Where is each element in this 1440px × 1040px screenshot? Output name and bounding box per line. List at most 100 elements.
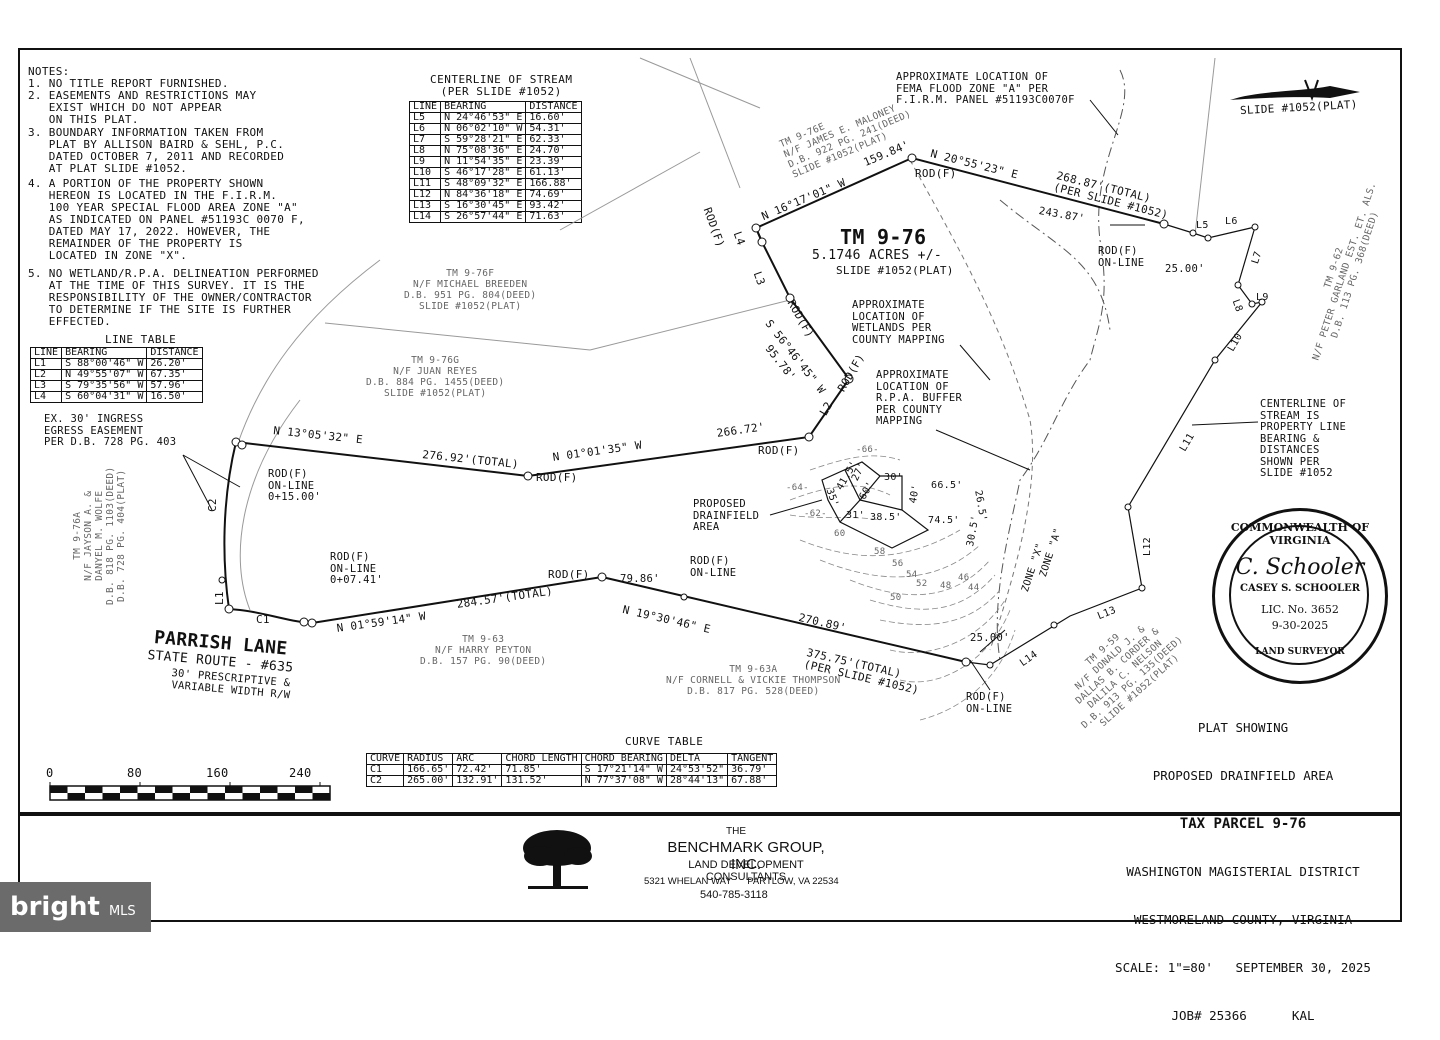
rod-marker bbox=[597, 572, 607, 582]
rod-marker bbox=[523, 471, 533, 481]
adjoiner-tm963a: TM 9-63A N/F CORNELL & VICKIE THOMPSON D… bbox=[666, 664, 841, 697]
parcel-slide: SLIDE #1052(PLAT) bbox=[836, 264, 954, 277]
scale-bar bbox=[49, 782, 331, 801]
stream-point bbox=[1124, 503, 1132, 511]
rod-online-mid: ROD(F) ON-LINE bbox=[690, 555, 737, 579]
rod-marker bbox=[751, 223, 761, 233]
contour-line bbox=[899, 609, 1011, 683]
seal-date: 9-30-2025 bbox=[1271, 619, 1329, 632]
contour-line bbox=[809, 455, 901, 471]
contour-line bbox=[889, 599, 1006, 653]
company-the: THE bbox=[726, 826, 746, 837]
rod-marker bbox=[299, 617, 309, 627]
leader-line bbox=[935, 429, 1031, 471]
parcel-id: TM 9-76 bbox=[840, 225, 927, 249]
contour-label: -66- bbox=[856, 445, 879, 455]
easement-line bbox=[237, 259, 381, 444]
leader-line bbox=[1089, 99, 1119, 136]
bright-mls-watermark: bright MLS bbox=[0, 882, 151, 932]
rpa-buffer bbox=[909, 159, 1034, 651]
rod-marker bbox=[804, 432, 814, 442]
contour-line bbox=[799, 529, 961, 557]
dist-25-ne: 25.00' bbox=[1165, 263, 1205, 275]
easement-note: EX. 30' INGRESS EGRESS EASEMENT PER D.B.… bbox=[44, 413, 177, 448]
seal-top-text: COMMONWEALTH OF VIRGINIA bbox=[1230, 521, 1370, 547]
adjoining-line bbox=[589, 299, 791, 351]
company-address: 5321 WHELAN WAY PARTLOW, VA 22534 bbox=[644, 876, 839, 887]
stream-point bbox=[1138, 584, 1146, 592]
line-l6-label: L6 bbox=[1225, 216, 1238, 227]
drainfield-dim: 38.5' bbox=[870, 512, 902, 523]
drainfield-dim: 31' bbox=[846, 510, 865, 521]
flood-zone-note: APPROXIMATE LOCATION OF FEMA FLOOD ZONE … bbox=[896, 71, 1075, 106]
note-3: 3. BOUNDARY INFORMATION TAKEN FROM PLAT … bbox=[28, 126, 285, 175]
leader-line bbox=[769, 499, 823, 516]
plat-title-block: PLAT SHOWING PROPOSED DRAINFIELD AREA TA… bbox=[1098, 688, 1388, 1040]
notes-heading: NOTES: bbox=[28, 65, 70, 78]
line-l12-label: L12 bbox=[1142, 537, 1153, 556]
seal-bottom-text: LAND SURVEYOR bbox=[1255, 647, 1345, 657]
rpa-path bbox=[909, 159, 1034, 651]
surveyor-seal: COMMONWEALTH OF VIRGINIA C. Schooler CAS… bbox=[1212, 508, 1388, 684]
rod-online-se: ROD(F) ON-LINE bbox=[966, 691, 1013, 715]
dist-25-se: 25.00' bbox=[970, 632, 1010, 644]
stream-point bbox=[1258, 298, 1266, 306]
company-name: BENCHMARK GROUP, INC. bbox=[667, 839, 825, 873]
drainfield-inner bbox=[839, 469, 903, 523]
drainfield-dim: 66.5' bbox=[931, 480, 963, 491]
scale-label-0: 0 bbox=[46, 766, 54, 780]
rpa-note: APPROXIMATE LOCATION OF R.P.A. BUFFER PE… bbox=[876, 369, 963, 427]
contour-line bbox=[869, 574, 996, 610]
scale-label-80: 80 bbox=[127, 766, 143, 780]
wetland-path bbox=[999, 199, 1111, 331]
title-date: SEPTEMBER 30, 2025 bbox=[1235, 960, 1371, 975]
stream-point bbox=[1204, 234, 1212, 242]
adjoiner-tm976f: TM 9-76F N/F MICHAEL BREEDEN D.B. 951 PG… bbox=[404, 268, 537, 312]
note-2: 2. EASEMENTS AND RESTRICTIONS MAY EXIST … bbox=[28, 89, 257, 126]
parcel-acres: 5.1746 ACRES +/- bbox=[812, 248, 943, 263]
adjoining-line bbox=[639, 57, 761, 109]
title-job: JOB# 25366 bbox=[1171, 1008, 1247, 1023]
title-line-3: TAX PARCEL 9-76 bbox=[1179, 816, 1307, 832]
rod-online-07: ROD(F) ON-LINE 0+07.41' bbox=[330, 551, 383, 586]
title-scale-row: SCALE: 1"=80' SEPTEMBER 30, 2025 bbox=[1098, 960, 1388, 976]
adjoiner-tm963: TM 9-63 N/F HARRY PEYTON D.B. 157 PG. 90… bbox=[420, 634, 547, 667]
company-phone: 540-785-3118 bbox=[700, 889, 768, 901]
contour-label: 48 bbox=[940, 581, 952, 591]
leader-line bbox=[1191, 421, 1259, 426]
title-line-2: PROPOSED DRAINFIELD AREA bbox=[1152, 768, 1334, 783]
title-scale: SCALE: 1"=80' bbox=[1115, 960, 1213, 975]
note-5: 5. NO WETLAND/R.P.A. DELINEATION PERFORM… bbox=[28, 267, 319, 328]
dist-79: 79.86' bbox=[620, 573, 660, 585]
tree-logo-icon bbox=[523, 830, 592, 889]
curve-table-title: CURVE TABLE bbox=[625, 735, 704, 748]
rod-marker bbox=[961, 657, 971, 667]
rod-marker bbox=[237, 440, 247, 450]
contour-label: -62- bbox=[804, 509, 827, 519]
adjoining-lines bbox=[237, 57, 1216, 611]
contour-label: 56 bbox=[892, 559, 904, 569]
title-line-4: WASHINGTON MAGISTERIAL DISTRICT bbox=[1126, 864, 1360, 879]
company-tagline: LAND DEVELOPMENT CONSULTANTS bbox=[688, 859, 804, 883]
watermark-suffix: MLS bbox=[108, 904, 136, 919]
scale-label-160: 160 bbox=[206, 766, 229, 780]
contour-label: 50 bbox=[890, 593, 902, 603]
table-cell: C2 bbox=[365, 775, 405, 787]
line-l5-label: L5 bbox=[1196, 220, 1209, 231]
table-cell: N 77°37'08" W bbox=[580, 775, 667, 787]
rod-marker bbox=[218, 576, 226, 584]
rod-marker bbox=[844, 374, 854, 384]
contour-line bbox=[879, 589, 1001, 625]
drainfield bbox=[821, 461, 930, 549]
table-cell: 71.63' bbox=[525, 211, 582, 223]
rod-online-15: ROD(F) ON-LINE 0+15.00' bbox=[268, 468, 321, 503]
contours bbox=[789, 455, 1016, 721]
leader-lines bbox=[182, 99, 1259, 691]
drainfield-dim: 30' bbox=[884, 472, 903, 483]
